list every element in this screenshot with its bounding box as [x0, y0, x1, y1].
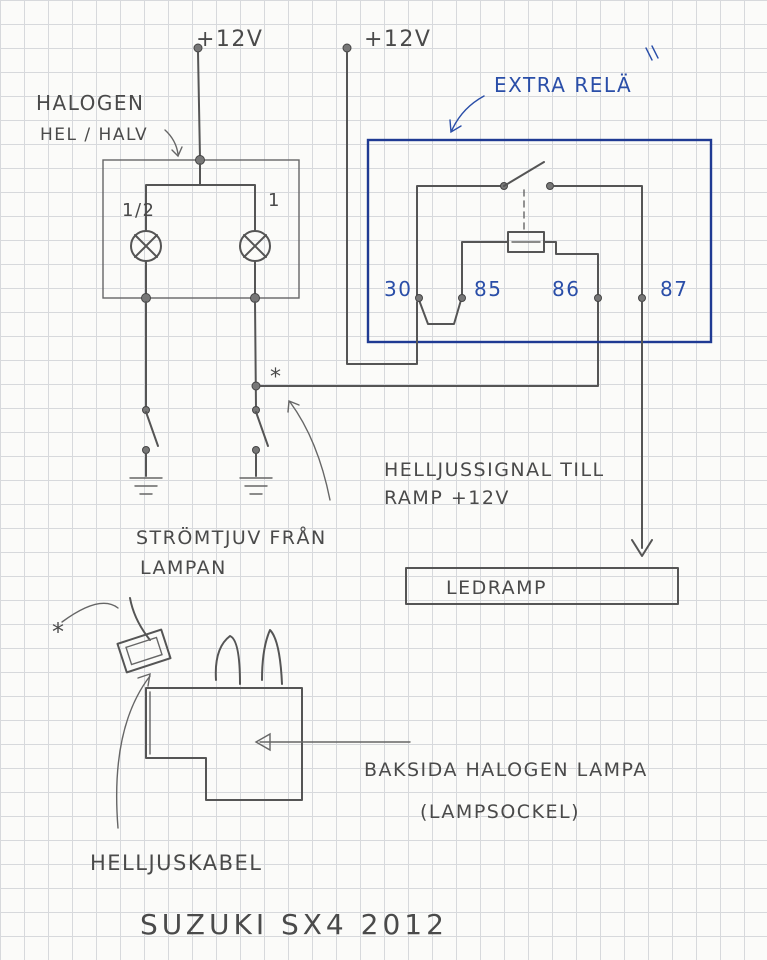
- led-ramp-label: LEDRAMP: [446, 577, 547, 599]
- switch-right-icon: [255, 411, 269, 447]
- pin-30-label: 30: [384, 277, 412, 301]
- signal-label-line2: RAMP +12V: [384, 487, 510, 509]
- halogen-label-line1: HALOGEN: [36, 91, 145, 115]
- current-tap-line2: LAMPAN: [140, 557, 227, 579]
- bulb-half-label: 1/2: [122, 200, 155, 221]
- relay-title: EXTRA RELÄ: [494, 73, 632, 97]
- supply-right-label: +12V: [364, 27, 431, 52]
- pin-86-label: 86: [552, 277, 580, 301]
- pin-87-label: 87: [660, 277, 688, 301]
- car-model-label: SUZUKI SX4 2012: [140, 908, 448, 941]
- bulb-full-icon: [239, 230, 271, 262]
- signal-wire: [259, 298, 599, 387]
- supply-right: +12V: [342, 27, 431, 365]
- pin-85-label: 85: [474, 277, 502, 301]
- highbeam-cable-label: HELLJUSKABEL: [90, 851, 263, 875]
- halogen-label-line2: HEL / HALV: [40, 125, 148, 145]
- left-circuit: [129, 301, 163, 495]
- switch-left-icon: [145, 411, 159, 447]
- relay-box: [366, 138, 713, 344]
- halogen-bulb-box: 1/2 1: [102, 155, 300, 303]
- supply-left-label: +12V: [196, 27, 263, 52]
- led-ramp: LEDRAMP: [405, 567, 679, 605]
- signal-label-line1: HELLJUSSIGNAL TILL: [384, 459, 605, 481]
- socket-label-line1: BAKSIDA HALOGEN LAMPA: [364, 759, 648, 781]
- ground-right-icon: [239, 477, 273, 495]
- ground-left-icon: [129, 477, 163, 495]
- supply-left: +12V: [193, 27, 263, 159]
- relay-contact-icon: [503, 161, 545, 187]
- socket-label-line2: (LAMPSOCKEL): [420, 801, 580, 823]
- current-tap-line1: STRÖMTJUV FRÅN: [136, 526, 327, 549]
- relay: EXTRA RELÄ 30 85 86 87: [366, 45, 713, 344]
- bulb-half-icon: [130, 230, 162, 262]
- tap-marker: *: [270, 365, 283, 390]
- halogen-label: HALOGEN HEL / HALV: [36, 91, 183, 158]
- output-87-wire: [631, 301, 653, 557]
- lamp-socket: [61, 597, 411, 829]
- bulb-full-label: 1: [268, 190, 281, 211]
- connector-icon: [116, 628, 172, 674]
- right-circuit: *: [239, 301, 331, 501]
- tap-marker-bottom: *: [52, 618, 66, 646]
